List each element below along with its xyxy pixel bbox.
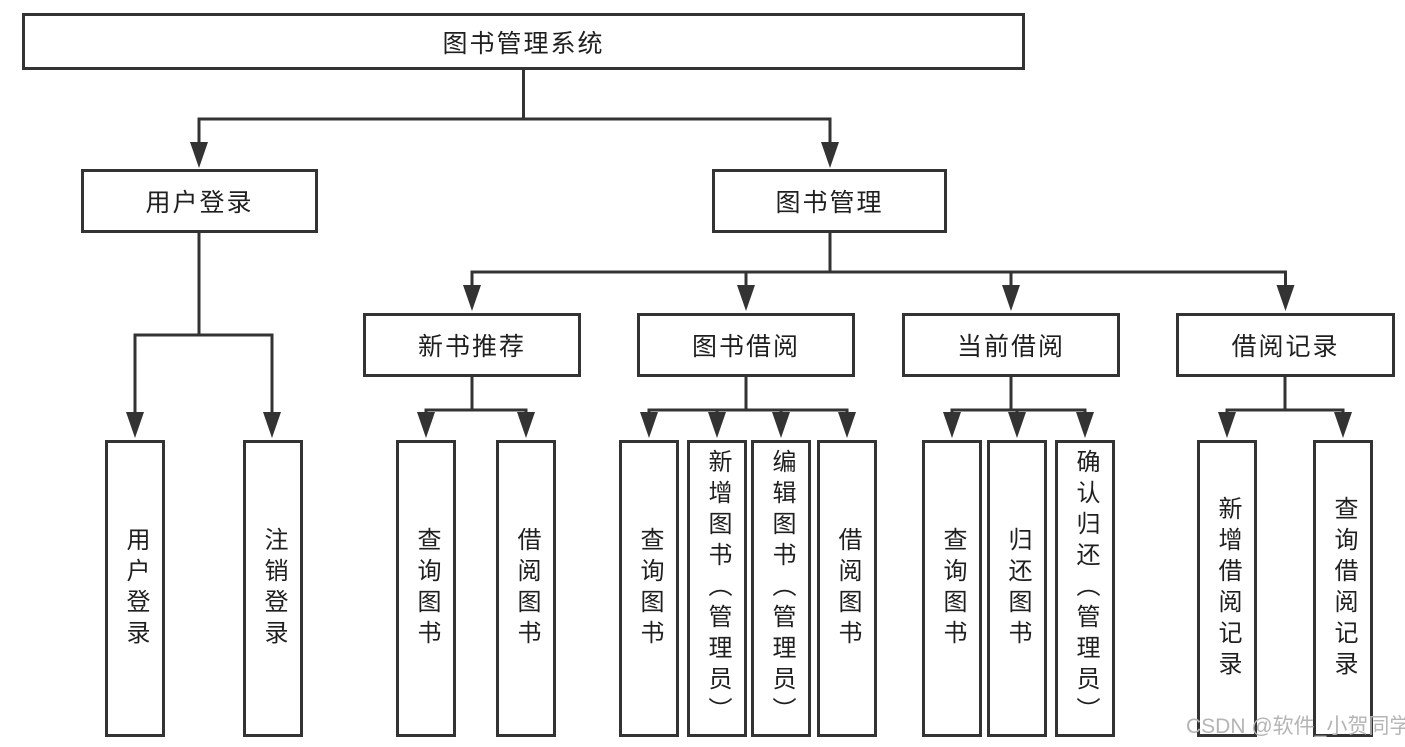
leaf-borrow-query: 查询图书 [619,440,679,737]
leaf-newbook-borrow-label: 借阅图书 [513,526,540,651]
leaf-records-add: 新增借阅记录 [1197,440,1257,737]
leaf-newbook-query: 查询图书 [396,440,456,737]
node-root: 图书管理系统 [22,13,1025,70]
leaf-current-confirm-admin: 确认归还（管理员） [1055,440,1115,737]
node-book-management: 图书管理 [712,169,947,233]
watermark-text: CSDN @软件_小贺同学 [1186,715,1405,738]
node-user-login: 用户登录 [81,169,318,233]
node-new-book-recommend-label: 新书推荐 [417,333,526,361]
leaf-records-query: 查询借阅记录 [1313,440,1373,737]
leaf-borrow-edit-admin-label: 编辑图书（管理员） [768,449,795,728]
node-book-borrow-label: 图书借阅 [691,333,800,361]
node-borrow-records: 借阅记录 [1176,313,1395,377]
node-book-management-label: 图书管理 [775,189,884,217]
leaf-borrow-add-admin-label: 新增图书（管理员） [704,449,731,728]
leaf-newbook-borrow: 借阅图书 [496,440,556,737]
leaf-borrow-query-label: 查询图书 [636,526,663,651]
node-user-login-label: 用户登录 [145,189,254,217]
leaf-user-login: 用户登录 [105,440,165,737]
node-root-label: 图书管理系统 [442,29,605,58]
leaf-current-return-label: 归还图书 [1004,526,1031,651]
node-new-book-recommend: 新书推荐 [363,313,581,377]
leaf-records-add-label: 新增借阅记录 [1214,495,1241,682]
node-current-borrow-label: 当前借阅 [956,333,1065,361]
leaf-borrow-add-admin: 新增图书（管理员） [687,440,747,737]
leaf-current-confirm-admin-label: 确认归还（管理员） [1072,449,1099,728]
leaf-current-query: 查询图书 [922,440,982,737]
leaf-user-login-label: 用户登录 [122,526,149,651]
leaf-borrow-edit-admin: 编辑图书（管理员） [751,440,811,737]
leaf-borrow-borrow: 借阅图书 [817,440,877,737]
leaf-logout: 注销登录 [243,440,303,737]
leaf-logout-label: 注销登录 [260,526,287,651]
leaf-borrow-borrow-label: 借阅图书 [834,526,861,651]
leaf-current-query-label: 查询图书 [939,526,966,651]
node-current-borrow: 当前借阅 [902,313,1120,377]
leaf-newbook-query-label: 查询图书 [413,526,440,651]
leaf-current-return: 归还图书 [987,440,1047,737]
leaf-records-query-label: 查询借阅记录 [1330,495,1357,682]
node-borrow-records-label: 借阅记录 [1231,333,1340,361]
node-book-borrow: 图书借阅 [637,313,855,377]
